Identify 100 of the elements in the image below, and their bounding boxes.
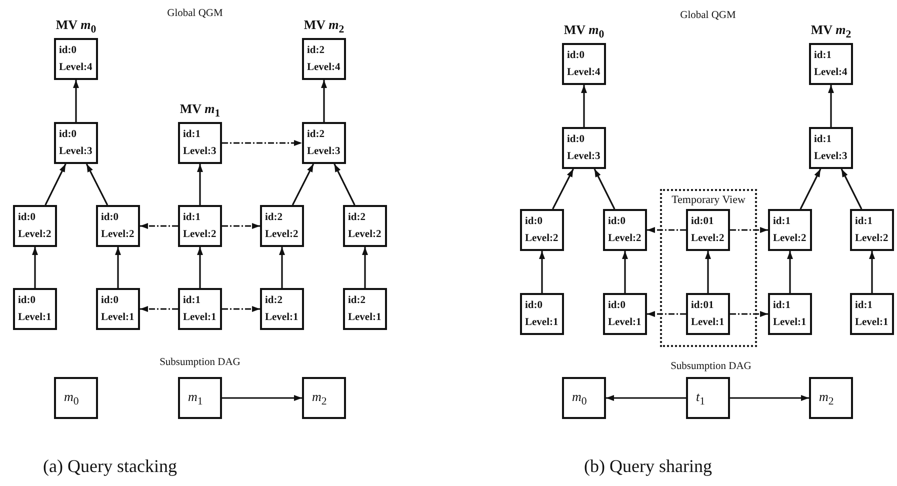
id-text: id:01 [691,216,715,228]
dash-dot-arrow [647,311,686,317]
arrow [197,164,203,205]
arrow [869,251,875,293]
arrow [606,395,686,401]
arrow [222,395,302,401]
id-text: id:0 [567,134,586,146]
id-text: id:1 [183,128,202,140]
arrow [115,247,121,288]
level-text: Level:4 [814,66,848,78]
caption: (b) Query sharing [583,456,713,477]
view-heading: MV m$_{0}$ [564,23,604,42]
arrow [321,80,327,122]
arrow [787,251,793,293]
section-title: Global QGM [679,10,737,21]
id-text: id:1 [773,300,792,312]
level-text: Level:1 [691,316,726,328]
id-text: id:0 [567,50,586,62]
id-text: id:0 [59,44,78,56]
level-text: Level:4 [307,62,342,74]
level-text: Level:1 [183,312,218,324]
level-text: Level:2 [855,232,890,244]
view-heading: MV m$_{2}$ [810,23,852,42]
arrow [197,247,203,288]
view-name: t$_{1}$ [696,388,706,408]
level-text: Level:3 [183,146,218,158]
level-text: Level:2 [183,228,218,240]
arrow [581,85,587,127]
level-text: Level:1 [265,312,300,324]
dash-dot-arrow [730,311,768,317]
view-name: m$_{0}$ [572,388,587,408]
id-text: id:0 [608,300,627,312]
section-title: Subsumption DAG [158,357,242,368]
id-text: id:0 [18,212,37,224]
level-text: Level:3 [307,146,342,158]
id-text: id:1 [773,216,792,228]
level-text: Level:3 [814,150,848,162]
level-text: Level:2 [773,232,808,244]
id-text: id:1 [814,50,833,62]
arrow [730,395,809,401]
id-text: id:2 [348,212,367,224]
view-name: m$_{1}$ [188,388,203,408]
dash-dot-arrow [140,306,178,312]
view-heading: MV m$_{1}$ [180,102,220,121]
arrow [828,85,834,127]
id-text: id:0 [101,294,120,306]
view-heading: MV m$_{2}$ [304,18,344,37]
level-text: Level:1 [855,316,890,328]
level-text: Level:1 [525,316,560,328]
level-text: Level:2 [265,228,300,240]
arrow [73,80,79,122]
id-text: id:1 [855,300,874,312]
level-text: Level:1 [773,316,808,328]
level-text: Level:2 [101,228,136,240]
dash-dot-arrow [140,223,178,229]
id-text: id:2 [265,294,284,306]
view-name: m$_{2}$ [819,388,834,408]
level-text: Level:2 [691,232,726,244]
id-text: id:0 [608,216,627,228]
dash-dot-arrow [222,223,260,229]
section-title: Global QGM [166,8,224,19]
id-text: id:0 [59,128,78,140]
arrow [594,168,616,210]
arrow [279,247,285,288]
id-text: id:0 [18,294,37,306]
id-text: id:2 [307,44,326,56]
level-text: Level:1 [18,312,52,324]
id-text: id:0 [101,212,120,224]
id-text: id:1 [183,212,202,224]
id-text: id:0 [525,216,544,228]
view-name: m$_{2}$ [312,388,327,408]
level-text: Level:4 [59,62,94,74]
arrow [539,251,545,293]
arrow [622,251,628,293]
caption: (a) Query stacking [42,456,178,477]
level-text: Level:3 [59,146,94,158]
arrow [292,164,314,206]
id-text: id:1 [814,134,833,146]
view-heading: MV m$_{0}$ [56,18,96,37]
level-text: Level:2 [348,228,382,240]
arrow [334,164,356,206]
id-text: id:1 [183,294,202,306]
level-text: Level:1 [101,312,136,324]
level-text: Level:3 [567,150,602,162]
dash-dot-arrow [647,227,686,233]
arrow [800,168,822,210]
arrow [362,247,368,288]
level-text: Level:2 [525,232,560,244]
region-title: Temporary View [670,194,746,206]
dash-dot-arrow [222,306,260,312]
id-text: id:01 [691,300,715,312]
level-text: Level:1 [608,316,642,328]
dash-dot-arrow [222,140,302,146]
arrow [32,247,38,288]
id-text: id:1 [855,216,874,228]
dash-dot-arrow [730,227,768,233]
arrow [840,168,862,210]
arrow [86,164,108,206]
id-text: id:2 [307,128,326,140]
arrow [705,251,711,293]
